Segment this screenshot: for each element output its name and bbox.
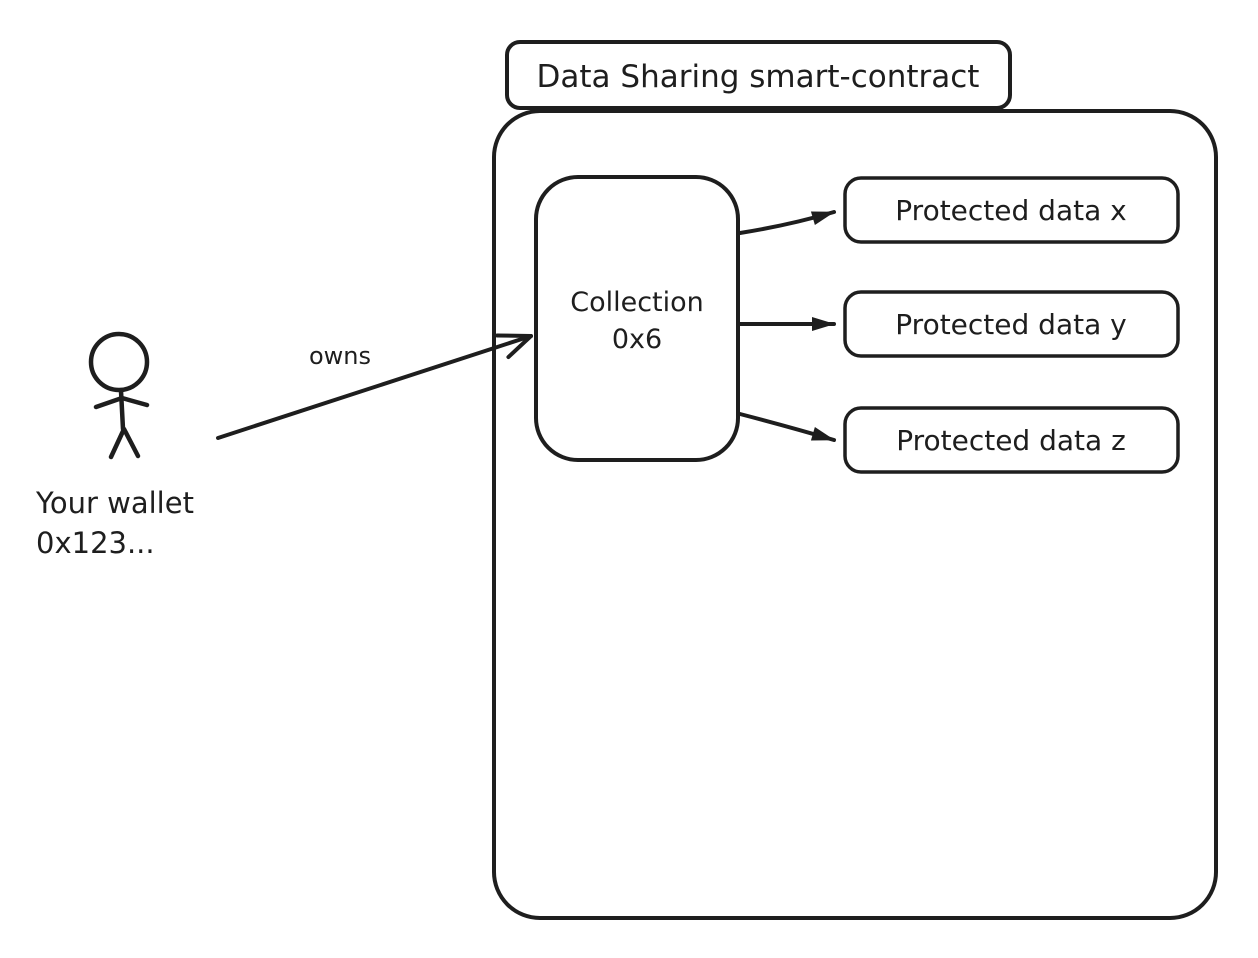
protected-data-z-label: Protected data z: [896, 424, 1126, 457]
protected-data-y-label: Protected data y: [895, 308, 1126, 341]
wallet-label-line1: Your wallet: [35, 486, 194, 520]
arrow-collection-to-x: [738, 210, 836, 235]
title-box-shape: [505, 40, 1012, 110]
collection-node: Collection 0x6: [534, 175, 740, 462]
smart-contract-title-label: Data Sharing smart-contract: [537, 59, 980, 95]
protected-data-y-box-shape: [843, 290, 1180, 358]
collection-label-line2: 0x6: [612, 324, 662, 355]
protected-data-x-label: Protected data x: [895, 194, 1126, 227]
protected-data-x-box-shape: [843, 176, 1180, 244]
owns-arrow-label: owns: [309, 342, 371, 370]
smart-contract-title-box: Data Sharing smart-contract: [505, 40, 1012, 110]
collection-label-line1: Collection: [570, 287, 704, 318]
protected-data-x-node: Protected data x: [843, 176, 1180, 244]
wallet-actor-icon: [88, 331, 150, 460]
arrow-wallet-owns-collection: [216, 333, 533, 440]
arrow-collection-to-z: [738, 412, 836, 442]
protected-data-z-box-shape: [843, 406, 1180, 474]
collection-box-shape: [534, 175, 740, 462]
actor-legs: [108, 426, 141, 460]
protected-data-z-node: Protected data z: [843, 406, 1180, 474]
wallet-label-line2: 0x123...: [36, 526, 155, 560]
protected-data-y-node: Protected data y: [843, 290, 1180, 358]
actor-head: [88, 331, 150, 393]
actor-arms: [93, 395, 150, 410]
